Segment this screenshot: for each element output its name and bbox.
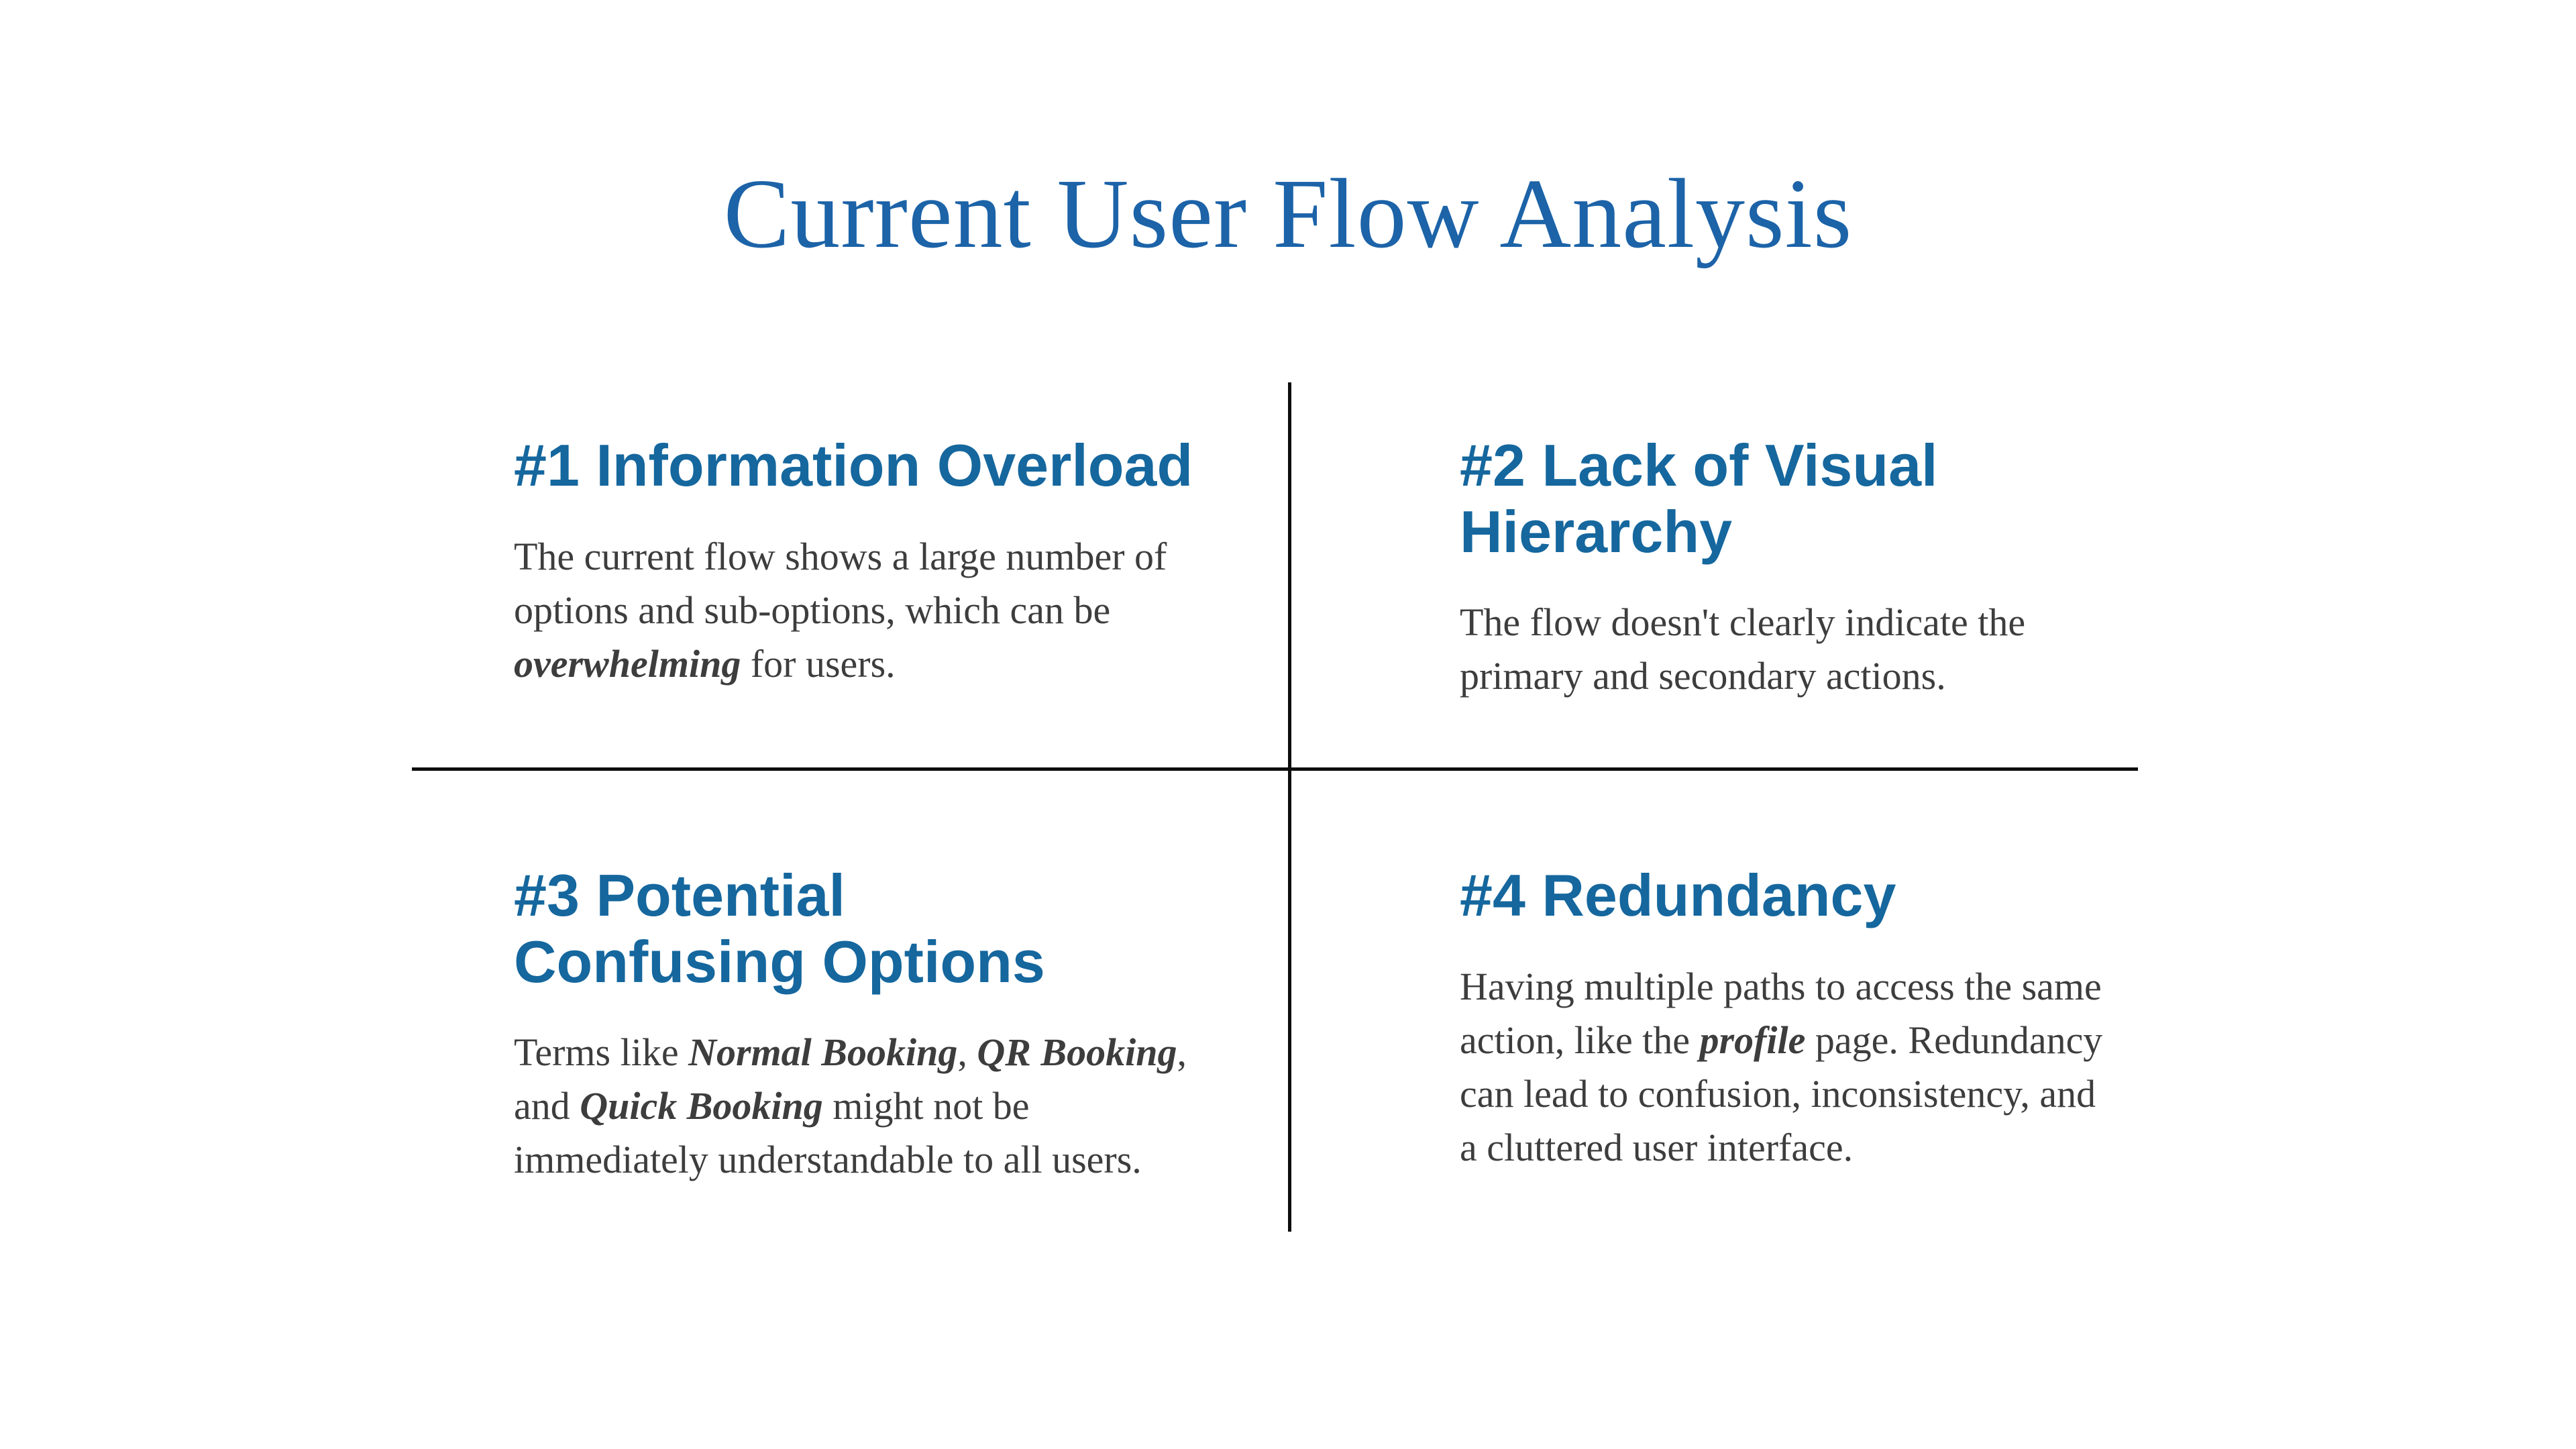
quadrant-4-heading: #4 Redundancy bbox=[1460, 862, 1896, 928]
quadrant-4-redundancy: #4 Redundancy Having multiple paths to a… bbox=[1460, 862, 2131, 1175]
quadrant-1-body: The current flow shows a large number of… bbox=[514, 534, 1167, 686]
vertical-divider-line bbox=[1288, 382, 1291, 1232]
quadrant-2-body: The flow doesn't clearly indicate the pr… bbox=[1460, 600, 2026, 698]
quadrant-3-heading: #3 Potential Confusing Options bbox=[514, 862, 1045, 995]
quadrant-3-body: Terms like Normal Booking, QR Booking, a… bbox=[514, 1030, 1187, 1182]
quadrant-2-lack-of-visual-hierarchy: #2 Lack of Visual Hierarchy The flow doe… bbox=[1460, 432, 2137, 703]
page-title: Current User Flow Analysis bbox=[723, 159, 1853, 269]
quadrant-2-heading: #2 Lack of Visual Hierarchy bbox=[1460, 432, 1938, 565]
quadrant-4-body: Having multiple paths to access the same… bbox=[1460, 964, 2103, 1169]
horizontal-divider-line bbox=[412, 767, 2138, 771]
quadrant-1-information-overload: #1 Information Overload The current flow… bbox=[514, 432, 1238, 691]
quadrant-1-heading: #1 Information Overload bbox=[514, 432, 1193, 498]
quadrant-3-potential-confusing-options: #3 Potential Confusing Options Terms lik… bbox=[514, 862, 1238, 1187]
